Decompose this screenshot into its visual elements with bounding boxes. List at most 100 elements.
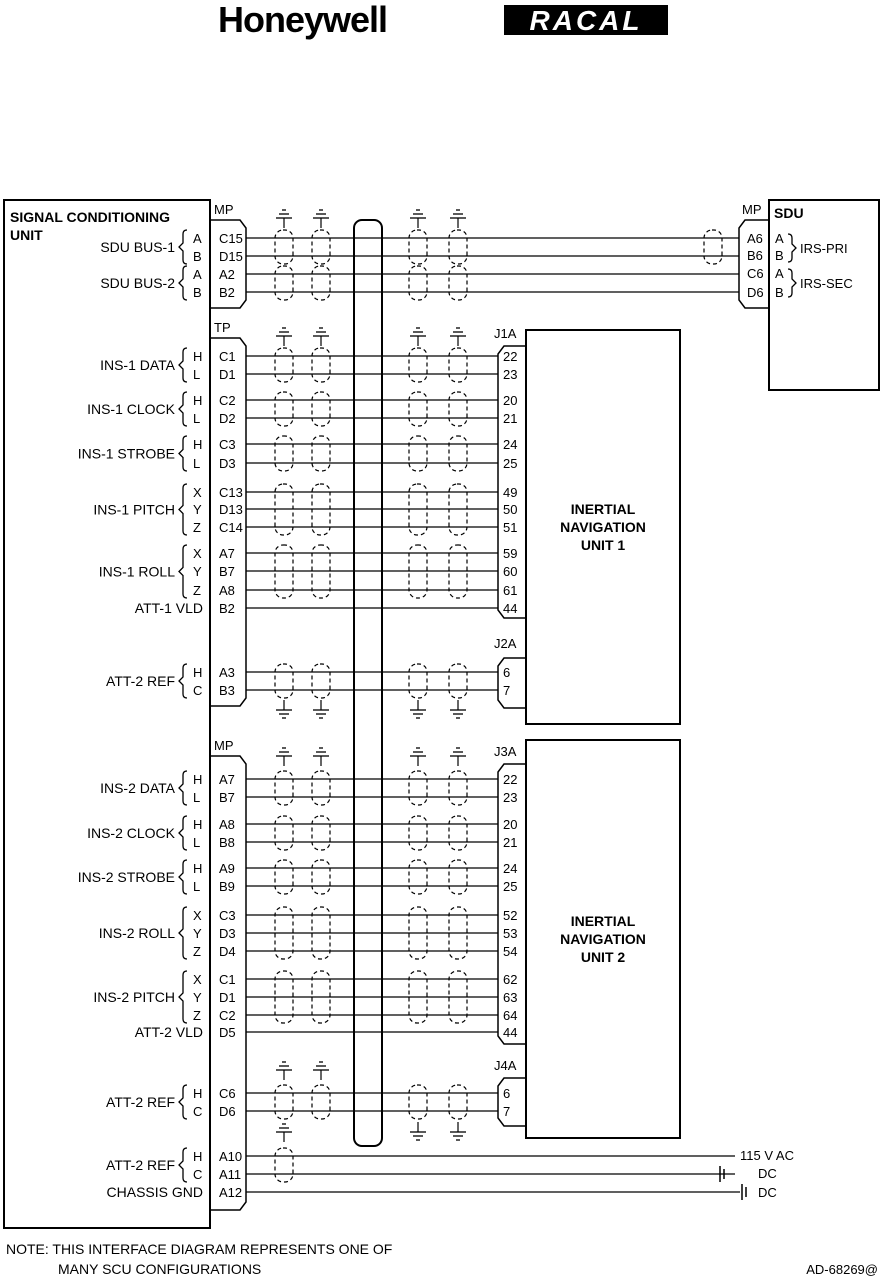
note-line-1: NOTE: THIS INTERFACE DIAGRAM REPRESENTS … [6,1241,392,1257]
scu-pin: A9 [219,861,235,876]
ground-icon [450,327,466,346]
j3a-connector [497,763,526,1045]
brace-icon [178,435,188,472]
shield-icon [408,229,428,265]
j4a-label: J4A [494,1058,517,1073]
signal-letter: H [193,349,202,364]
signal-label: INS-2 CLOCK [87,825,176,841]
signal-label: SDU BUS-1 [100,239,175,255]
signal-letter: L [193,367,200,382]
shield-icon [274,1147,294,1183]
signal-letter: Z [193,520,201,535]
shield-icon [274,906,294,960]
brace-icon [178,1084,188,1120]
signal-letter: H [193,861,202,876]
brace-icon [178,815,188,851]
scu-pin: C14 [219,520,243,535]
svg-text:INERTIAL: INERTIAL [571,501,636,517]
shield-icon [408,815,428,851]
signal-letter: X [193,546,202,561]
unit-pin: 6 [503,665,510,680]
ground-icon [276,1123,292,1142]
signal-letter: L [193,835,200,850]
tp-connector [209,337,247,707]
svg-text:UNIT 2: UNIT 2 [581,949,626,965]
shield-icon [448,265,468,301]
signal-letter: Y [193,502,202,517]
shield-icon [311,391,331,427]
brace-icon [178,770,188,806]
signal-label: INS-1 ROLL [99,564,175,580]
scu-pin: A12 [219,1185,242,1200]
j2a-connector [497,657,526,709]
scu-pin: D1 [219,367,236,382]
brace-icon [178,544,188,599]
sdu-box [768,199,880,391]
signal-letter: Z [193,583,201,598]
scu-pin: A10 [219,1149,242,1164]
signal-label: INS-2 PITCH [93,989,175,1005]
unit-pin: 24 [503,861,517,876]
shield-icon [311,815,331,851]
scu-pin: A8 [219,817,235,832]
shield-icon [274,544,294,599]
unit-pin: 23 [503,790,517,805]
shield-icon [311,544,331,599]
unit-pin: 54 [503,944,517,959]
ground-icon [410,327,426,346]
mp2-connector [209,755,247,1211]
signal-label: INS-1 STROBE [78,446,175,462]
mp1-label: MP [214,202,234,217]
unit-pin: 7 [503,1104,510,1119]
shield-icon [408,435,428,472]
unit-pin: 6 [503,1086,510,1101]
shield-icon [448,770,468,806]
unit-pin: 23 [503,367,517,382]
shield-icon [311,970,331,1024]
j1a-label: J1A [494,326,517,341]
brace-icon [178,265,188,301]
scu-pin: B7 [219,790,235,805]
j3a-label: J3A [494,744,517,759]
signal-letter: C [193,1104,202,1119]
scu-pin: D2 [219,411,236,426]
shield-icon [311,435,331,472]
scu-pin: B9 [219,879,235,894]
ground-icon [313,209,329,228]
signal-letter: Y [193,990,202,1005]
scu-pin: D5 [219,1025,236,1040]
honeywell-logo: Honeywell [218,0,387,40]
shield-icon [408,483,428,536]
scu-pin: C15 [219,231,243,246]
shield-icon [408,770,428,806]
signal-label: ATT-2 REF [106,1157,175,1173]
shield-icon [274,663,294,699]
unit-pin: 59 [503,546,517,561]
unit-pin: 62 [503,972,517,987]
unit-pin: 25 [503,879,517,894]
shield-icon [311,770,331,806]
brace-icon [178,391,188,427]
unit-pin: 20 [503,393,517,408]
signal-letter: Y [193,564,202,579]
shield-icon [408,391,428,427]
scu-pin: C6 [219,1086,236,1101]
shield-icon [274,970,294,1024]
shield-icon [311,229,331,265]
unit-pin: 52 [503,908,517,923]
ground-icon [276,327,292,346]
scu-pin: D3 [219,456,236,471]
signal-label: INS-2 ROLL [99,925,175,941]
signal-letter: B [193,249,202,264]
scu-title: SIGNAL CONDITIONING [10,209,170,225]
signal-label: CHASSIS GND [107,1184,203,1200]
signal-label: ATT-2 REF [106,673,175,689]
scu-pin: A8 [219,583,235,598]
signal-letter: C [193,683,202,698]
shield-icon [448,970,468,1024]
scu-pin: C3 [219,908,236,923]
brace-icon [178,859,188,895]
brace-icon [178,663,188,699]
unit-pin: 22 [503,349,517,364]
unit-pin: 50 [503,502,517,517]
